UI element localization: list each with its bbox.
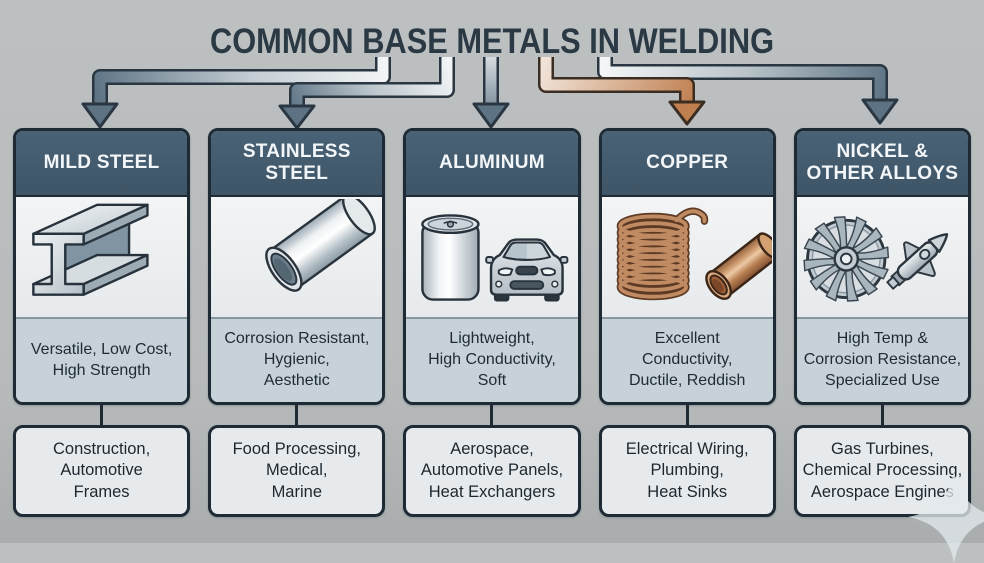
sparkle-watermark [908, 471, 984, 563]
column-nickel-alloys: NICKEL & OTHER ALLOYS [793, 128, 971, 517]
metal-card: STAINLESS STEEL [208, 128, 386, 405]
connector-line [880, 405, 884, 425]
arrow-to-stainless-steel [278, 57, 455, 130]
properties-text: High Temp & Corrosion Resistance, Specia… [796, 317, 968, 402]
connector-line [100, 405, 104, 425]
applications-box: Aerospace, Automotive Panels, Heat Excha… [403, 425, 581, 517]
can-and-car-icon [406, 197, 578, 317]
metal-name-header: NICKEL & OTHER ALLOYS [796, 131, 968, 197]
page-title: COMMON BASE METALS IN WELDING [209, 22, 775, 61]
metal-card: NICKEL & OTHER ALLOYS [793, 128, 971, 405]
properties-text: Corrosion Resistant, Hygienic, Aesthetic [211, 317, 383, 402]
arrow-to-nickel-alloys [597, 57, 899, 125]
arrow-to-mild-steel [81, 57, 391, 129]
steel-tube-icon [211, 197, 383, 317]
column-aluminum: ALUMINUM [403, 128, 581, 517]
properties-text: Lightweight, High Conductivity, Soft [406, 317, 578, 402]
applications-box: Food Processing, Medical, Marine [208, 425, 386, 517]
connector-line [490, 405, 494, 425]
metal-card: MILD STEEL [13, 128, 191, 405]
applications-box: Electrical Wiring, Plumbing, Heat Sinks [598, 425, 776, 517]
properties-text: Excellent Conductivity, Ductile, Reddish [601, 317, 773, 402]
i-beam-icon [16, 197, 188, 317]
properties-text: Versatile, Low Cost, High Strength [16, 317, 188, 402]
applications-box: Gas Turbines, Chemical Processing, Aeros… [793, 425, 971, 517]
turbine-and-rocket-icon [796, 197, 968, 317]
column-mild-steel: MILD STEEL [13, 128, 191, 517]
metal-name-header: ALUMINUM [406, 131, 578, 197]
metal-name-header: STAINLESS STEEL [211, 131, 383, 197]
column-copper: COPPER [598, 128, 776, 517]
arrow-to-aluminum [472, 57, 510, 129]
branch-arrows [81, 57, 899, 130]
column-stainless-steel: STAINLESS STEEL [208, 128, 386, 517]
metal-card: ALUMINUM [403, 128, 581, 405]
metal-name-header: COPPER [601, 131, 773, 197]
arrow-to-copper [538, 57, 706, 126]
metal-columns: MILD STEEL [13, 128, 971, 517]
copper-coil-icon [601, 197, 773, 317]
connector-line [685, 405, 689, 425]
connector-line [295, 405, 299, 425]
metal-card: COPPER [598, 128, 776, 405]
applications-box: Construction, Automotive Frames [13, 425, 191, 517]
metal-name-header: MILD STEEL [16, 131, 188, 197]
